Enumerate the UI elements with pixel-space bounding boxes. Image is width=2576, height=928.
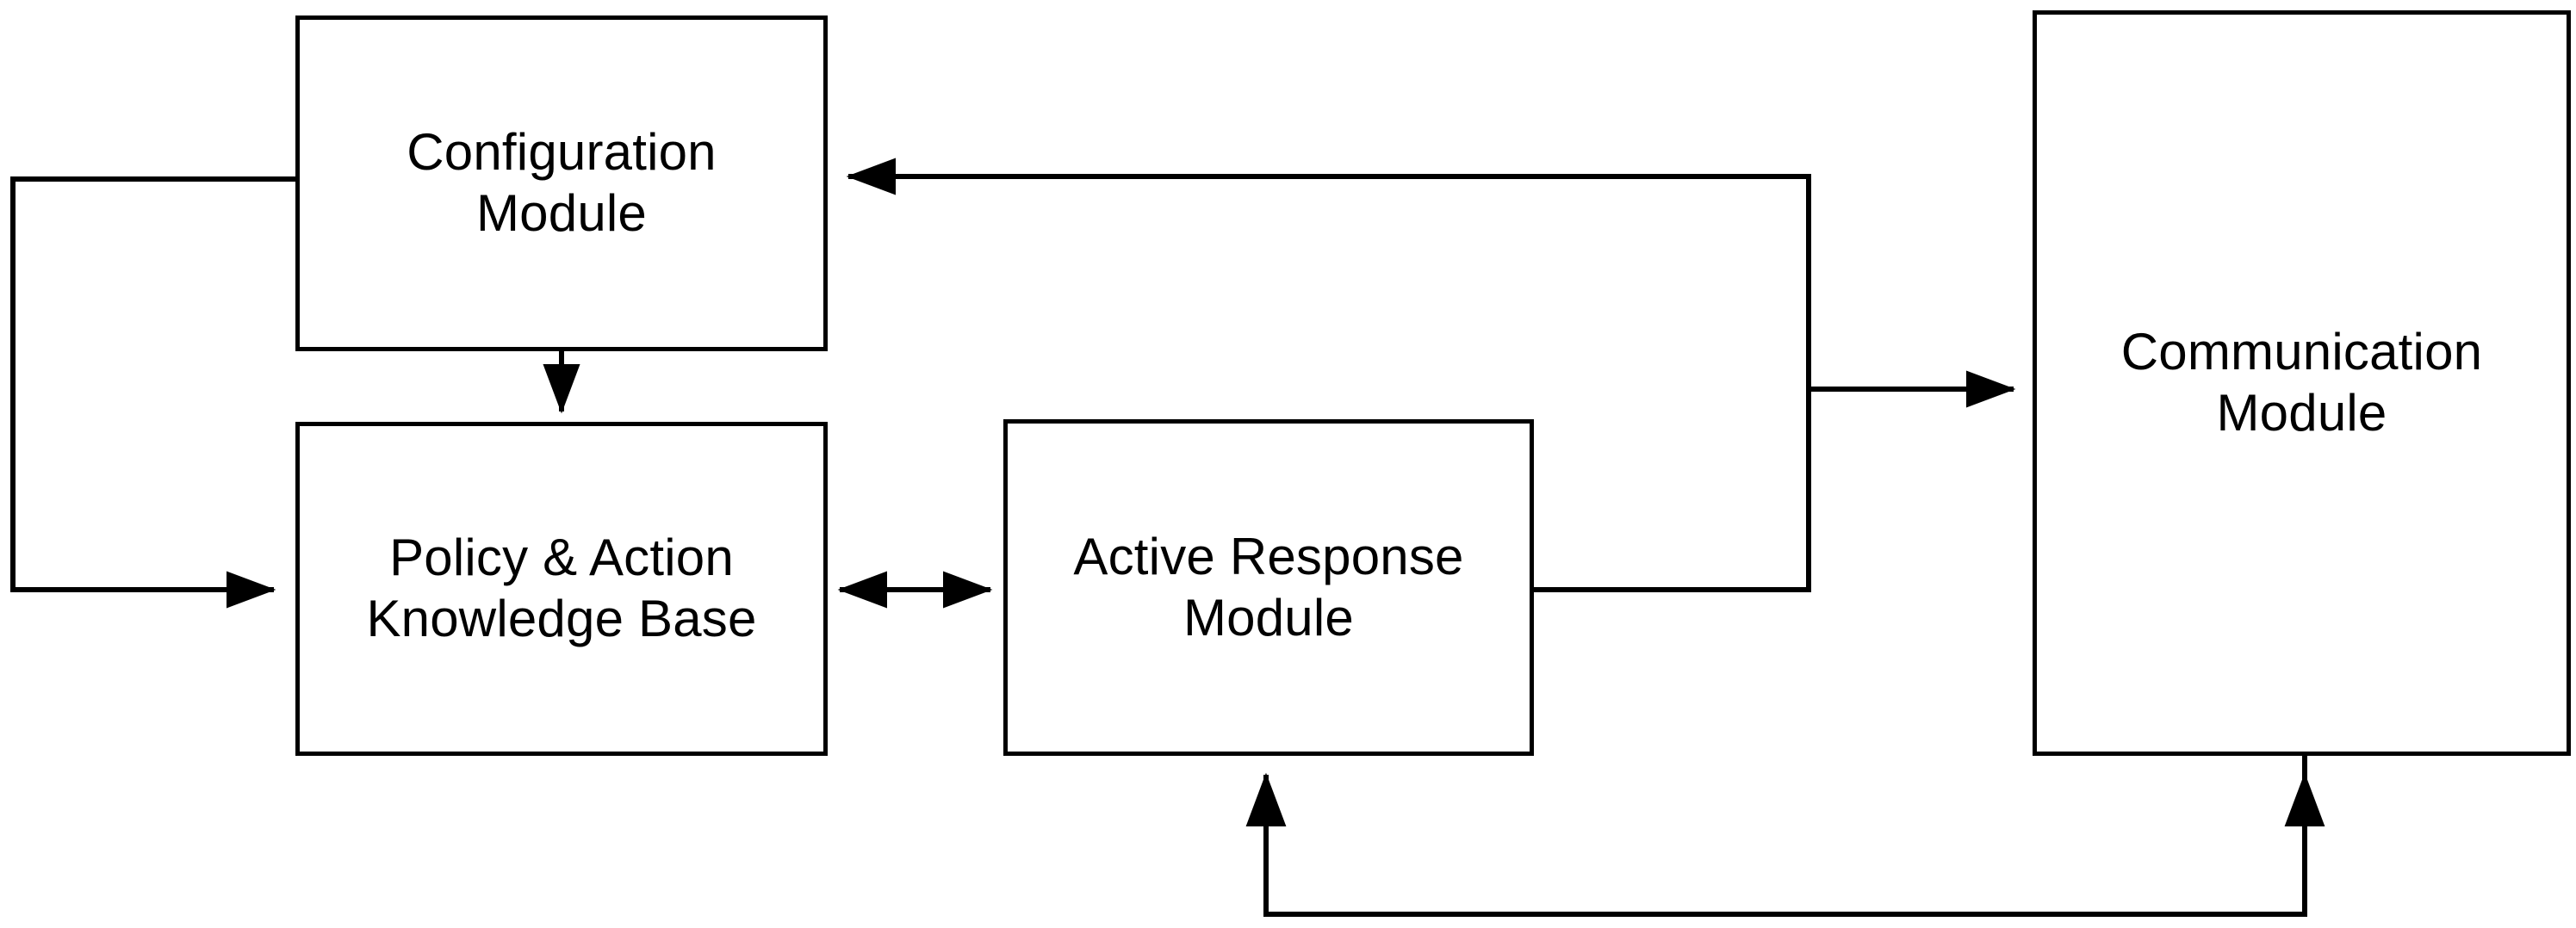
edge-active-to-config-feedback <box>846 158 1811 592</box>
node-label-communication-module: Communication Module <box>2120 323 2483 442</box>
node-label-active-response-module: Active Response Module <box>1073 527 1464 647</box>
node-configuration-module[interactable]: Configuration Module <box>295 15 828 351</box>
node-communication-module[interactable]: Communication Module <box>2033 10 2571 756</box>
edge-config-left-loop-to-policy <box>10 176 295 609</box>
edge-communication-to-active-bottom <box>1245 756 2325 917</box>
node-label-policy-action-knowledge-base: Policy & Action Knowledge Base <box>366 529 757 647</box>
node-label-configuration-module: Configuration Module <box>407 123 717 242</box>
node-policy-action-knowledge-base[interactable]: Policy & Action Knowledge Base <box>295 422 828 756</box>
node-active-response-module[interactable]: Active Response Module <box>1003 419 1534 756</box>
